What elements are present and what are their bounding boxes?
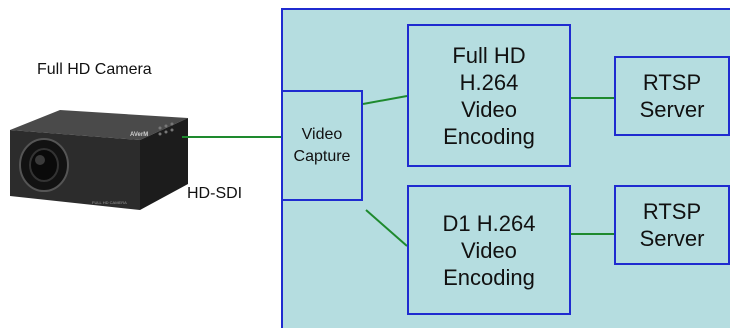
encoder-fullhd-label: Full HD H.264 Video Encoding [443,42,535,149]
encoder-fullhd-box: Full HD H.264 Video Encoding [407,24,571,167]
camera-brand: AVerM [130,132,148,138]
encoder-d1-label: D1 H.264 Video Encoding [442,210,536,290]
rtsp-server-1-label: RTSP Server [639,70,705,122]
camera-image: AVerM FULL HD CAMERA [10,110,188,210]
rtsp-server-2-box: RTSP Server [614,185,730,265]
capture-to-encoder1-line [362,95,408,105]
camera-body-text: FULL HD CAMERA [92,200,127,205]
capture-to-encoder2-line [365,209,408,247]
video-capture-label: Video Capture [293,125,351,165]
rtsp-server-1-box: RTSP Server [614,56,730,136]
encoder-d1-box: D1 H.264 Video Encoding [407,185,571,315]
camera-title: Full HD Camera [37,61,152,78]
link-label: HD-SDI [187,185,243,202]
video-capture-box: Video Capture [281,90,363,201]
rtsp-server-2-label: RTSP Server [639,199,705,251]
